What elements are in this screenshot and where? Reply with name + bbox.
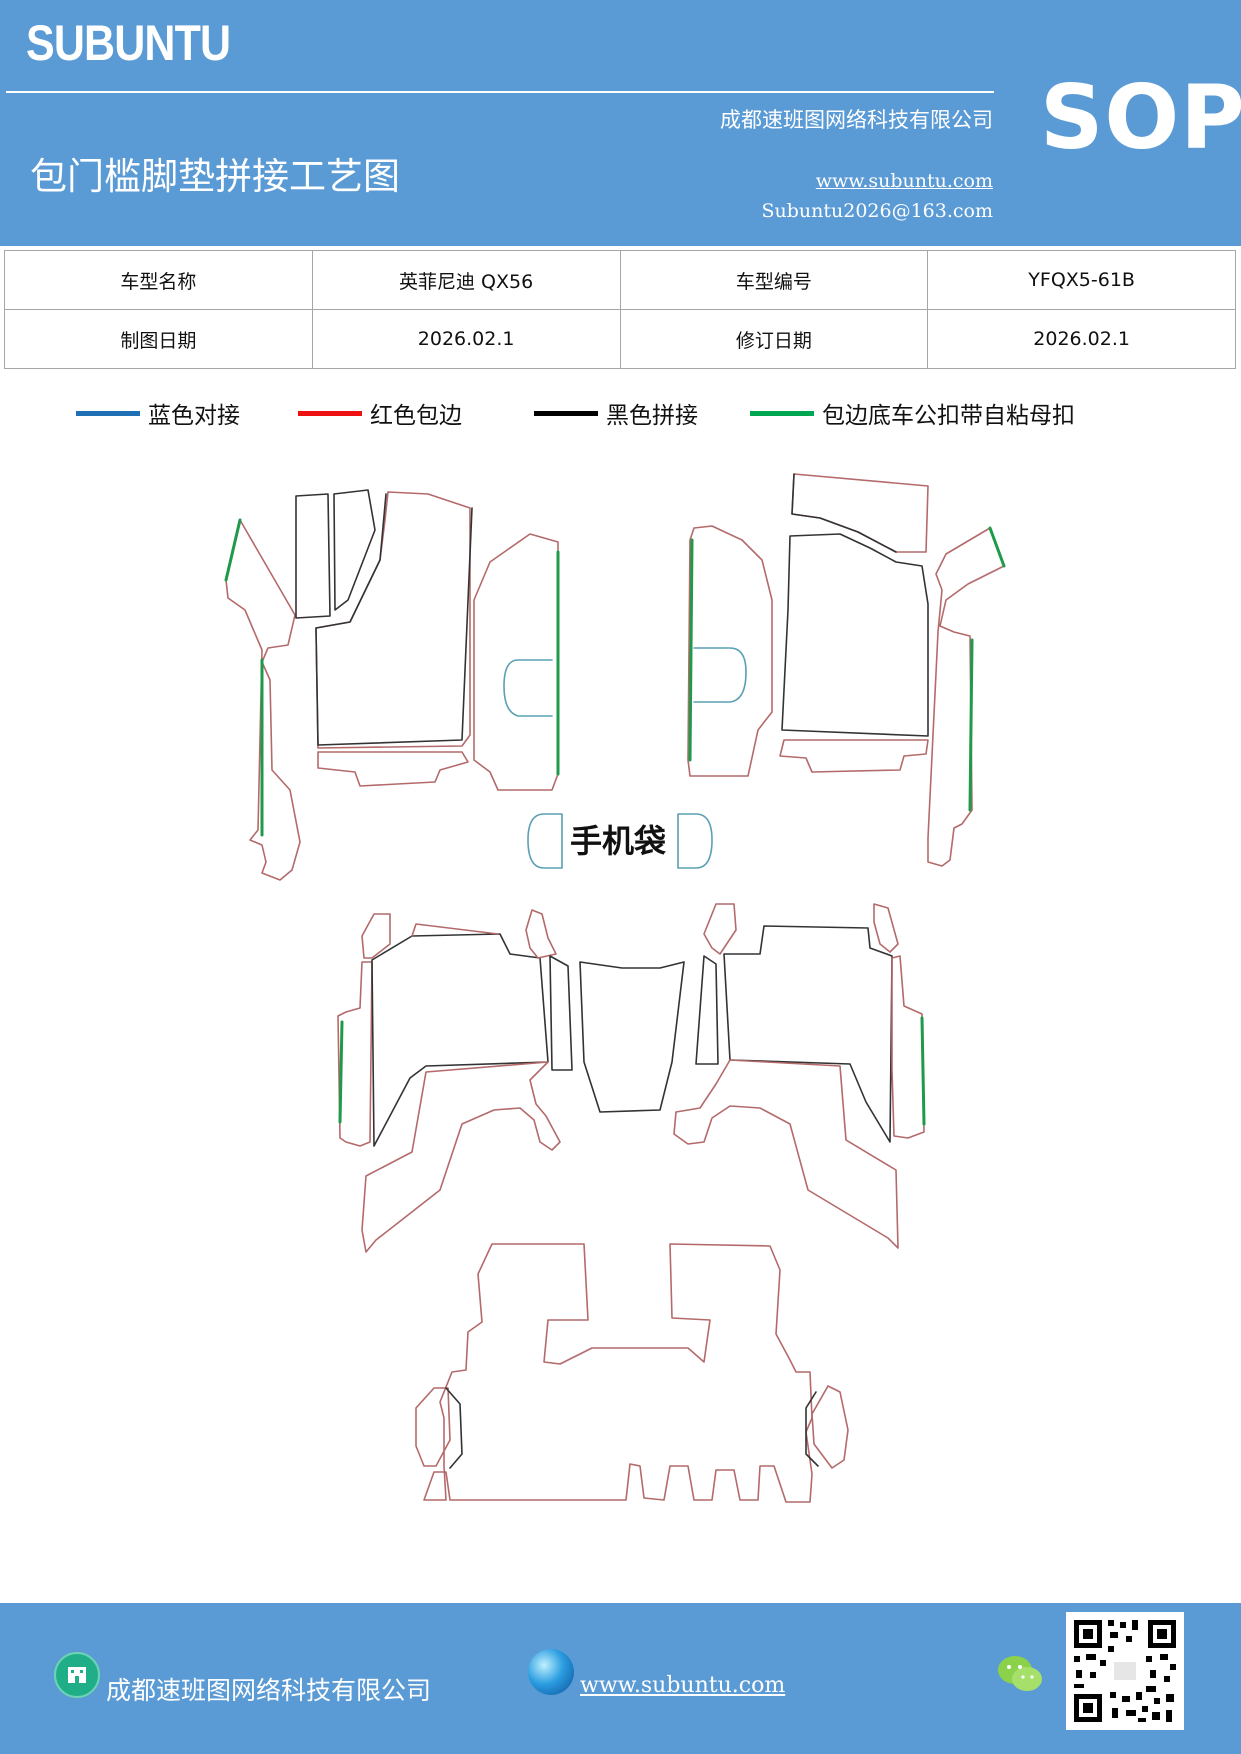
driver-main-mat [333, 489, 376, 611]
header-company: 成都速班图网络科技有限公司 [720, 108, 993, 132]
front-left-side-panel [473, 533, 559, 791]
legend-label: 黑色拼接 [606, 403, 698, 429]
revise-date-label: 修订日期 [619, 309, 929, 369]
model-name-value: 英菲尼迪 QX56 [311, 250, 621, 310]
front-left-mat-group [224, 489, 560, 881]
butt-joint-cutout [503, 659, 553, 717]
header-website-link[interactable]: www.subuntu.com [815, 170, 993, 192]
header-email: Subuntu2026@163.com [761, 200, 993, 222]
sill-velcro-strip [338, 1020, 344, 1124]
rear-left-center-strip [549, 955, 573, 1071]
rear-right-small-piece [703, 903, 737, 955]
page-title: 包门槛脚垫拼接工艺图 [30, 155, 400, 198]
passenger-heel-pad [779, 739, 929, 773]
rear-mat-group [337, 903, 926, 1503]
vehicle-info-table: 车型名称 英菲尼迪 QX56 车型编号 YFQX5-61B 制图日期 2026.… [4, 250, 1236, 369]
floor-mat-drawing: 手机袋 [224, 473, 1006, 1503]
passenger-side-panel [687, 525, 773, 777]
legend-swatch [76, 410, 140, 416]
rear-right-center-strip [695, 955, 719, 1065]
rear-right-sill-piece [891, 955, 925, 1139]
third-row-mat [423, 1243, 813, 1503]
rear-right-sill-piece [873, 903, 899, 953]
legend-item-green: 包边底车公扣带自粘母扣 [750, 396, 1075, 430]
footer-company: 成都速班图网络科技有限公司 [106, 1676, 432, 1705]
legend-label: 蓝色对接 [148, 403, 240, 429]
front-right-mat-group [687, 473, 1006, 867]
third-row-left-ear [415, 1387, 451, 1467]
globe-icon [528, 1649, 574, 1695]
rear-left-main-mat [411, 923, 499, 937]
sill-velcro-strip [920, 1016, 926, 1126]
passenger-main-mat [781, 533, 929, 737]
rear-left-sill-piece [337, 961, 373, 1147]
sop-badge: SOP [1040, 66, 1241, 169]
table-row: 车型名称 英菲尼迪 QX56 车型编号 YFQX5-61B [4, 250, 1236, 310]
rear-right-main-mat [723, 925, 893, 1143]
phone-pocket-group: 手机袋 [527, 813, 713, 869]
model-name-label: 车型名称 [4, 250, 313, 310]
rear-left-sill-piece [361, 913, 391, 959]
legend-item-blue: 蓝色对接 [76, 396, 240, 430]
building-icon [54, 1652, 100, 1698]
phone-pocket-right [677, 813, 713, 869]
passenger-top-mat [791, 473, 929, 553]
legend: 蓝色对接 红色包边 黑色拼接 包边底车公扣带自粘母扣 [0, 396, 1241, 440]
phone-pocket-label: 手机袋 [570, 822, 666, 860]
phone-pocket-left [527, 813, 563, 869]
model-code-label: 车型编号 [619, 250, 929, 310]
third-row-right-ear [811, 1385, 849, 1469]
model-code-value: YFQX5-61B [927, 250, 1236, 310]
rear-left-footwell-mat [361, 1061, 561, 1253]
table-row: 制图日期 2026.02.1 修订日期 2026.02.1 [4, 309, 1236, 369]
driver-heel-pad [317, 751, 469, 787]
wechat-icon[interactable] [996, 1653, 1044, 1695]
legend-swatch [298, 410, 362, 416]
qr-code[interactable] [1066, 1612, 1184, 1730]
legend-item-black: 黑色拼接 [534, 396, 698, 430]
draw-date-value: 2026.02.1 [311, 309, 621, 369]
footer-website-link[interactable]: www.subuntu.com [580, 1673, 786, 1698]
third-row-left-seam [445, 1387, 463, 1469]
passenger-sill-piece [927, 527, 1005, 867]
revise-date-value: 2026.02.1 [927, 309, 1236, 369]
legend-label: 红色包边 [370, 403, 462, 429]
header: SUBUNTU 成都速班图网络科技有限公司 包门槛脚垫拼接工艺图 www.sub… [0, 0, 1241, 246]
butt-joint-cutout [693, 647, 747, 703]
rear-tunnel-piece [579, 961, 685, 1113]
sill-velcro-strip [968, 638, 974, 812]
draw-date-label: 制图日期 [4, 309, 313, 369]
driver-main-mat [295, 493, 331, 619]
passenger-top-mat [791, 473, 897, 553]
footer: 成都速班图网络科技有限公司 www.subuntu.com [0, 1603, 1241, 1754]
legend-swatch [750, 410, 814, 416]
sill-velcro-strip [988, 526, 1006, 568]
side-panel-velcro [688, 538, 694, 762]
header-divider [6, 91, 994, 93]
sill-velcro-strip [224, 518, 242, 582]
driver-main-mat [315, 493, 473, 746]
legend-swatch [534, 410, 598, 416]
brand-logo: SUBUNTU [26, 15, 231, 71]
driver-sill-piece [225, 519, 301, 881]
rear-right-footwell-mat [673, 1059, 899, 1249]
legend-item-red: 红色包边 [298, 396, 462, 430]
driver-main-mat [315, 491, 471, 749]
rear-left-small-piece [525, 909, 557, 959]
legend-label: 包边底车公扣带自粘母扣 [822, 403, 1075, 429]
rear-left-main-mat [371, 933, 549, 1147]
third-row-right-seam [805, 1391, 819, 1467]
